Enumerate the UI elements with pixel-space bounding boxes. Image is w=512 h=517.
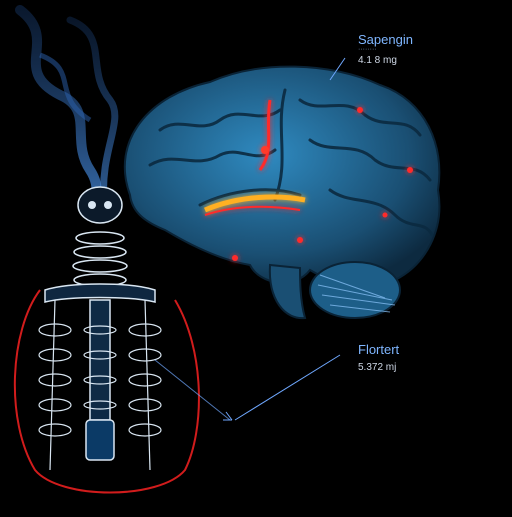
spinal-device-illustration [13, 186, 200, 494]
brain-glow-highlights [204, 99, 413, 261]
top-label-title: Sapengin [358, 32, 413, 47]
top-label-subtitle: 4.1 8 mg [358, 55, 397, 66]
brain-stem [268, 263, 307, 320]
smoke-plume-icon [15, 5, 119, 210]
cerebellum-striations [317, 274, 396, 313]
brain-illustration [123, 65, 441, 320]
top-label-caption: ········ [358, 46, 377, 53]
callout-lines [154, 57, 346, 421]
cerebellum [309, 261, 401, 319]
bottom-label-title: Flortert [358, 342, 400, 357]
bottom-label-subtitle: 5.372 mj [358, 362, 397, 373]
